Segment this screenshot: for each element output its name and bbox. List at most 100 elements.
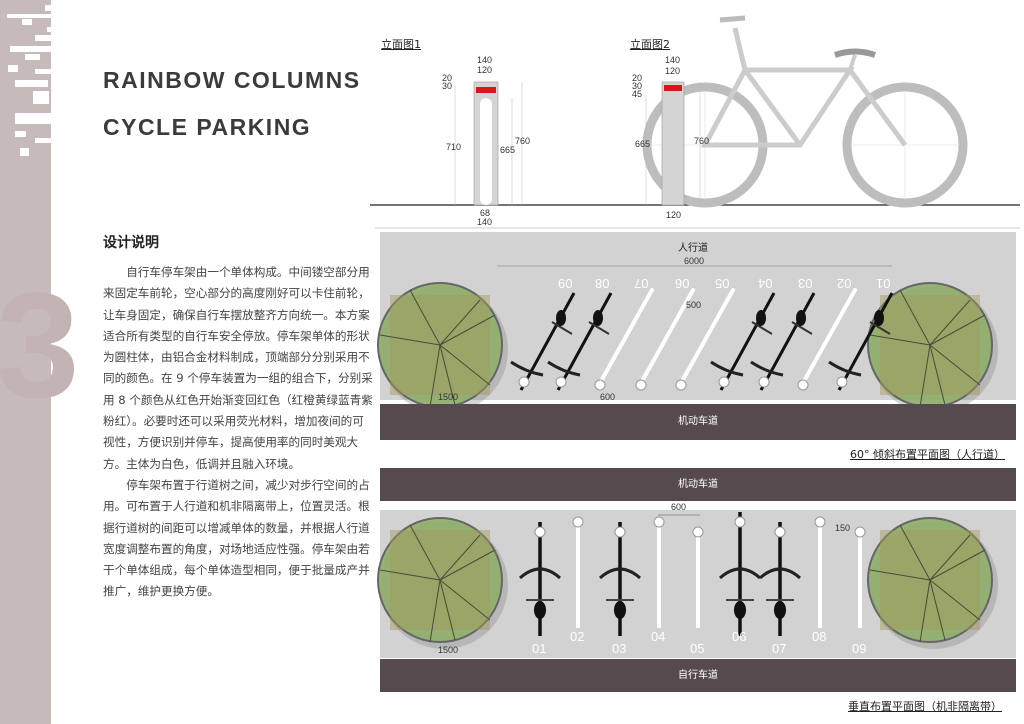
dim: 140 <box>477 217 493 227</box>
bicycle-handlebar <box>828 360 862 377</box>
tree-branch <box>439 344 491 386</box>
dim: 140 <box>665 55 681 65</box>
tree-branch <box>929 579 946 641</box>
bicycle-pedals <box>791 321 813 335</box>
elevation-1-label: 立面图1 <box>381 38 421 51</box>
title-line-1: RAINBOW COLUMNS <box>103 67 361 93</box>
bicycle-pedals <box>588 321 610 335</box>
column-top <box>692 526 704 538</box>
tree-branch <box>929 344 946 406</box>
description-heading: 设计说明 <box>103 235 159 251</box>
stand-number: 05 <box>690 641 705 656</box>
bicycle-pedals <box>751 321 773 335</box>
column-plan <box>801 288 857 385</box>
stand-number: 04 <box>651 629 666 644</box>
stand-number: 03 <box>798 276 813 291</box>
tree-branch <box>929 314 986 346</box>
column-elevation-1 <box>473 81 499 206</box>
tree-branch <box>929 534 971 581</box>
bicycle-elevation <box>642 15 968 208</box>
stand-number: 06 <box>675 276 690 291</box>
dim-column: 500 <box>686 300 702 310</box>
description-text: 自行车停车架由一个单体构成。中间镂空部分用来固定车前轮，空心部分的高度刚好可以卡… <box>103 262 375 603</box>
stand-number: 09 <box>558 276 573 291</box>
column-top <box>718 376 730 388</box>
bicycle-pedals <box>869 321 891 335</box>
dim-column: 150 <box>835 523 851 533</box>
bicycle-handlebar <box>510 360 544 377</box>
dim-tree: 1500 <box>438 392 459 402</box>
column-top <box>675 379 687 391</box>
column-plan <box>679 288 735 385</box>
dim: 30 <box>442 81 453 91</box>
tree-branch <box>929 299 971 346</box>
bicycle-handlebar <box>598 567 642 580</box>
bicycle-handlebar <box>750 360 784 377</box>
dim: 68 <box>480 208 491 218</box>
elevation-2-label: 立面图2 <box>630 38 670 51</box>
bicycle-pedals <box>551 321 573 335</box>
column-top <box>594 379 606 391</box>
stand-number: 08 <box>595 276 610 291</box>
stand-number: 05 <box>715 276 730 291</box>
column-plan <box>639 288 695 385</box>
stand-number: 02 <box>837 276 852 291</box>
tree-branch <box>439 579 456 641</box>
dim: 120 <box>477 65 493 75</box>
title-line-2: CYCLE PARKING <box>103 114 312 140</box>
tree-branch <box>439 344 456 406</box>
bicycle-handlebar <box>758 567 802 580</box>
bicycle-handlebar <box>518 567 562 580</box>
bicycle-seat <box>796 310 806 326</box>
description-paragraph: 自行车停车架由一个单体构成。中间镂空部分用来固定车前轮，空心部分的高度刚好可以卡… <box>103 265 373 471</box>
tree-branch <box>929 344 981 386</box>
column-top <box>734 516 746 528</box>
dim-spacing: 600 <box>671 502 687 512</box>
column-top <box>614 526 626 538</box>
stand-number: 07 <box>772 641 787 656</box>
tree-branch <box>899 289 931 346</box>
column-top <box>534 526 546 538</box>
bicycle-handlebar <box>718 567 762 580</box>
bicycle-icon <box>719 292 776 391</box>
column-top <box>814 516 826 528</box>
tree-branch <box>429 579 441 643</box>
column-top <box>653 516 665 528</box>
tree-branch <box>439 534 481 581</box>
tree-branch <box>929 579 981 621</box>
bicycle-seat <box>774 601 786 619</box>
column-top <box>797 379 809 391</box>
column-top <box>758 376 770 388</box>
dim-spacing: 600 <box>600 392 616 402</box>
plan-2-caption: 垂直布置平面图（机非隔离带） <box>848 700 1002 713</box>
column-top <box>518 376 530 388</box>
stand-number: 09 <box>852 641 867 656</box>
stand-number: 04 <box>758 276 773 291</box>
bicycle-lane: 自行车道 <box>380 659 1016 692</box>
dim-tree: 1500 <box>438 645 459 655</box>
dim: 140 <box>477 55 493 65</box>
stand-number: 06 <box>732 629 747 644</box>
stand-number: 01 <box>532 641 547 656</box>
dim: 20 <box>442 73 453 83</box>
plan-1-caption: 60° 倾斜布置平面图（人行道） <box>850 448 1005 461</box>
bicycle-icon <box>519 292 576 391</box>
tree-branch <box>899 524 931 581</box>
column-top <box>836 376 848 388</box>
bicycle-seat <box>534 601 546 619</box>
tree-branch <box>919 579 931 643</box>
motor-lane-plan-2: 机动车道 <box>380 468 1016 501</box>
tree-branch <box>439 549 496 581</box>
decorative-side-strip <box>0 0 51 724</box>
dim-span: 6000 <box>684 256 705 266</box>
dim: 665 <box>635 139 651 149</box>
bicycle-seat <box>556 310 566 326</box>
tree-branch <box>379 334 441 346</box>
stand-number: 02 <box>570 629 585 644</box>
tree-branch <box>919 344 931 408</box>
dim: 760 <box>694 136 710 146</box>
dim: 120 <box>666 210 682 220</box>
dim: 120 <box>665 66 681 76</box>
